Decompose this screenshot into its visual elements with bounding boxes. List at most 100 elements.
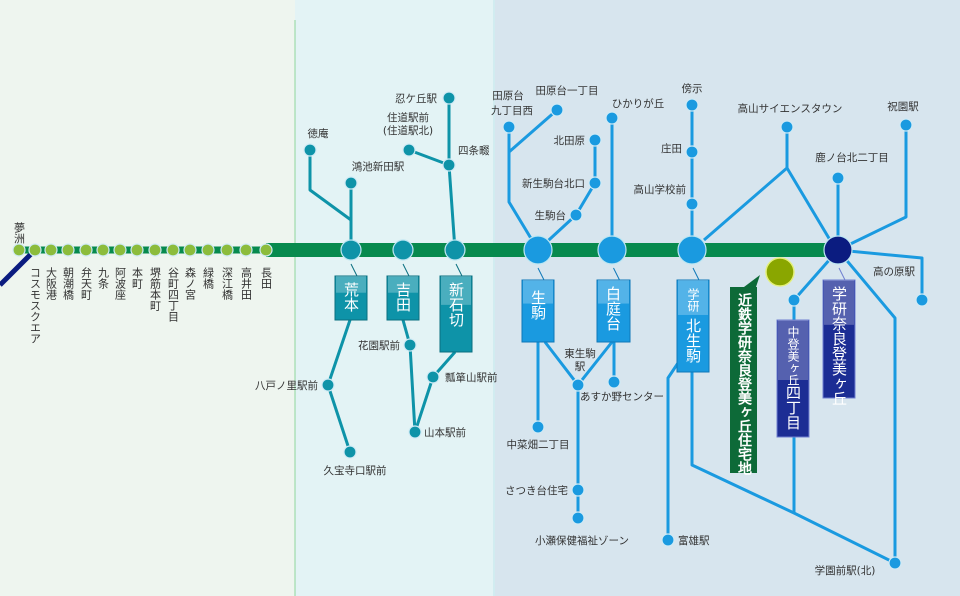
station-name: 学研奈良登美ヶ丘: [830, 286, 848, 406]
bus-stop-marker: [303, 143, 317, 157]
station-yoshida-label: [386, 263, 420, 321]
stop-label: 新生駒台北口: [522, 177, 585, 190]
bus-route-line: [837, 248, 924, 300]
station-label: 谷町四丁目: [167, 267, 180, 322]
box-highlight: [824, 280, 854, 325]
bus-route-line: [308, 150, 352, 222]
station-marker: [113, 243, 127, 257]
bus-stop-marker: [685, 197, 699, 211]
stop-label: 北田原: [554, 135, 586, 147]
station-label: 朝潮橋: [62, 267, 75, 301]
station-label: 本町: [131, 266, 144, 289]
residential-label: 近鉄学研奈良登美ヶ丘住宅地: [736, 292, 753, 476]
station-aramoto-label: [334, 263, 368, 321]
bus-stop-marker: [442, 158, 456, 172]
bus-stop-marker: [403, 338, 417, 352]
station-marker: [130, 243, 144, 257]
station-ikoma-label: [521, 267, 555, 343]
stop-label: 住道駅前: [387, 111, 429, 124]
bus-stop-marker: [321, 378, 335, 392]
station-shiraniwadai-label: [596, 267, 631, 343]
station-aramoto-marker: [340, 239, 362, 261]
bus-stop-marker: [787, 293, 801, 307]
station-gakken-nara-tomigaoka-label: [822, 267, 856, 399]
station-marker: [61, 243, 75, 257]
stop-label: 生駒台: [535, 209, 567, 222]
stop-label: 徳庵: [308, 127, 329, 140]
bus-stop-marker: [899, 118, 913, 132]
stop-label: 忍ケ丘駅: [395, 93, 437, 105]
station-ikoma-marker: [523, 235, 553, 265]
station-name: 生駒: [529, 290, 547, 321]
stop-label: 高山学校前: [634, 183, 687, 196]
bus-route-line: [508, 108, 558, 154]
bus-route-line: [408, 148, 450, 167]
bus-route-line: [690, 372, 896, 565]
stop-label: 駅: [575, 361, 586, 373]
bus-route-line: [785, 167, 832, 241]
station-marker: [148, 243, 162, 257]
residential-label-box: [730, 287, 757, 473]
bus-route-line: [536, 140, 597, 252]
station-marker: [183, 243, 197, 257]
station-gakken-kitaikoma-label: [676, 267, 710, 373]
bus-stop-marker: [569, 208, 583, 222]
bus-stop-marker: [502, 120, 516, 134]
bus-stop-marker: [550, 103, 564, 117]
bus-stop-marker: [571, 378, 585, 392]
zone-osaka: [0, 0, 295, 596]
stop-label: 山本駅前: [424, 426, 466, 439]
station-gakken-nara-tomigaoka-marker: [823, 235, 853, 265]
bus-stop-marker: [571, 511, 585, 525]
station-label: 高井田: [240, 266, 253, 300]
station-label: 長田: [260, 267, 273, 289]
stop-label: 田原台一丁目: [536, 84, 599, 97]
box-highlight: [336, 276, 366, 293]
bus-stop-marker: [607, 375, 621, 389]
station-marker: [28, 243, 42, 257]
station-name: 中登美ヶ丘: [786, 325, 800, 386]
station-marker: [166, 243, 180, 257]
station-name: 四丁目: [784, 385, 802, 430]
stop-label: 鹿ノ台北二丁目: [815, 151, 889, 164]
box-highlight: [778, 320, 808, 380]
station-shin-ishikiri-label: [439, 263, 473, 353]
box-highlight: [678, 280, 708, 315]
bus-stop-marker: [685, 145, 699, 159]
station-label: 阿波座: [114, 267, 127, 300]
station-label: 九条: [97, 267, 110, 289]
bus-stop-marker: [780, 120, 794, 134]
station-name: 北生駒: [684, 318, 702, 364]
bus-stop-marker: [588, 176, 602, 190]
station-marker: [239, 243, 253, 257]
stop-label: 傍示: [682, 82, 703, 95]
bus-stop-marker: [661, 533, 675, 547]
station-name: 学研: [686, 287, 700, 312]
bus-stop-marker: [571, 483, 585, 497]
stop-label: 久宝寺口駅前: [324, 464, 387, 477]
station-shin-ishikiri-marker: [444, 239, 466, 261]
station-name: 新石切: [447, 282, 465, 328]
station-label: 大阪港: [45, 266, 58, 300]
bus-stop-marker: [408, 425, 422, 439]
stop-label: あすか野センター: [580, 391, 664, 403]
bus-stop-marker: [685, 98, 699, 112]
box-highlight: [523, 280, 553, 304]
station-gakken-kitaikoma-marker: [677, 235, 707, 265]
stop-label: ひかりが丘: [612, 97, 665, 110]
bus-stop-marker: [831, 171, 845, 185]
bus-stop-marker: [531, 420, 545, 434]
subway-line-osaka-port: [0, 248, 37, 287]
stop-label: 瓢箪山駅前: [445, 371, 498, 384]
station-name: 吉田: [394, 282, 412, 312]
stop-label: 鴻池新田駅: [352, 160, 405, 173]
stop-naka-tomigaoka-label: [776, 319, 810, 438]
stop-label: 田原台: [492, 89, 524, 102]
bus-route-line: [837, 125, 908, 252]
bus-stop-marker: [888, 556, 902, 570]
bus-stop-marker: [426, 370, 440, 384]
station-marker: [259, 243, 273, 257]
zone-nara: [495, 0, 960, 596]
station-shiraniwadai-marker: [597, 235, 627, 265]
